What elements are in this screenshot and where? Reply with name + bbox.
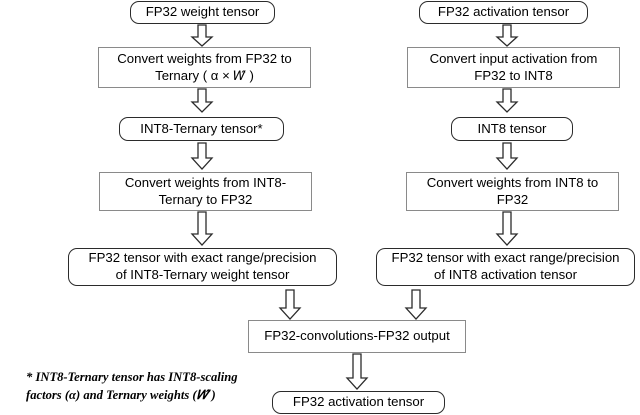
arrow-activation-result-to-convolutions: [404, 289, 428, 320]
node-label: FP32 activation tensor: [437, 4, 570, 20]
node-int8-ternary-tensor: INT8-Ternary tensor*: [119, 117, 284, 141]
arrow-int8-tensor-to-convert-fp32: [495, 142, 519, 170]
node-label: FP32 weight tensor: [145, 4, 260, 20]
node-label: FP32 tensor with exact range/precision o…: [391, 250, 620, 282]
node-label: FP32 tensor with exact range/precision o…: [88, 250, 317, 282]
footnote-line-1: * INT8-Ternary tensor has INT8-scaling: [26, 370, 238, 384]
node-int8-tensor: INT8 tensor: [451, 117, 573, 141]
node-label: Convert weights from FP32 to Ternary ( α…: [117, 50, 292, 83]
arrow-convolutions-to-output-activation: [345, 353, 369, 390]
node-label: FP32-convolutions-FP32 output: [264, 328, 450, 344]
node-fp32-activation-tensor: FP32 activation tensor: [419, 1, 588, 24]
arrow-convert-fp32-to-activation-result: [495, 211, 519, 246]
node-fp32-tensor-activation-result: FP32 tensor with exact range/precision o…: [376, 248, 635, 286]
arrow-int8ternary-tensor-to-convert-fp32: [190, 142, 214, 170]
node-convert-input-activation-fp32-to-int8: Convert input activation from FP32 to IN…: [407, 47, 620, 88]
arrow-weight-result-to-convolutions: [278, 289, 302, 320]
node-convert-weights-int8-to-fp32: Convert weights from INT8 to FP32: [406, 172, 619, 211]
arrow-weight-to-convert-ternary: [190, 24, 214, 47]
node-convert-weights-int8ternary-to-fp32: Convert weights from INT8- Ternary to FP…: [99, 172, 312, 211]
node-label: Convert weights from INT8- Ternary to FP…: [124, 174, 287, 207]
node-convert-weights-fp32-to-ternary: Convert weights from FP32 to Ternary ( α…: [98, 47, 311, 88]
node-label: INT8 tensor: [477, 120, 547, 136]
arrow-convert-ternary-to-int8ternary-tensor: [190, 88, 214, 113]
node-label: Convert weights from INT8 to FP32: [426, 174, 599, 207]
arrow-convert-int8-to-int8-tensor: [495, 88, 519, 113]
node-fp32-weight-tensor: FP32 weight tensor: [130, 1, 275, 24]
arrow-activation-to-convert-int8: [495, 24, 519, 47]
node-label: INT8-Ternary tensor*: [140, 120, 263, 136]
footnote-line-2: factors (α) and Ternary weights (𝑊̂ ): [26, 388, 216, 402]
node-fp32-convolutions-fp32-output: FP32-convolutions-FP32 output: [248, 320, 466, 353]
arrow-convert-fp32-to-weight-result: [190, 211, 214, 246]
node-fp32-tensor-weight-result: FP32 tensor with exact range/precision o…: [68, 248, 337, 286]
node-output-fp32-activation-tensor: FP32 activation tensor: [272, 391, 445, 414]
node-label: Convert input activation from FP32 to IN…: [429, 50, 598, 83]
node-label: FP32 activation tensor: [292, 394, 425, 410]
